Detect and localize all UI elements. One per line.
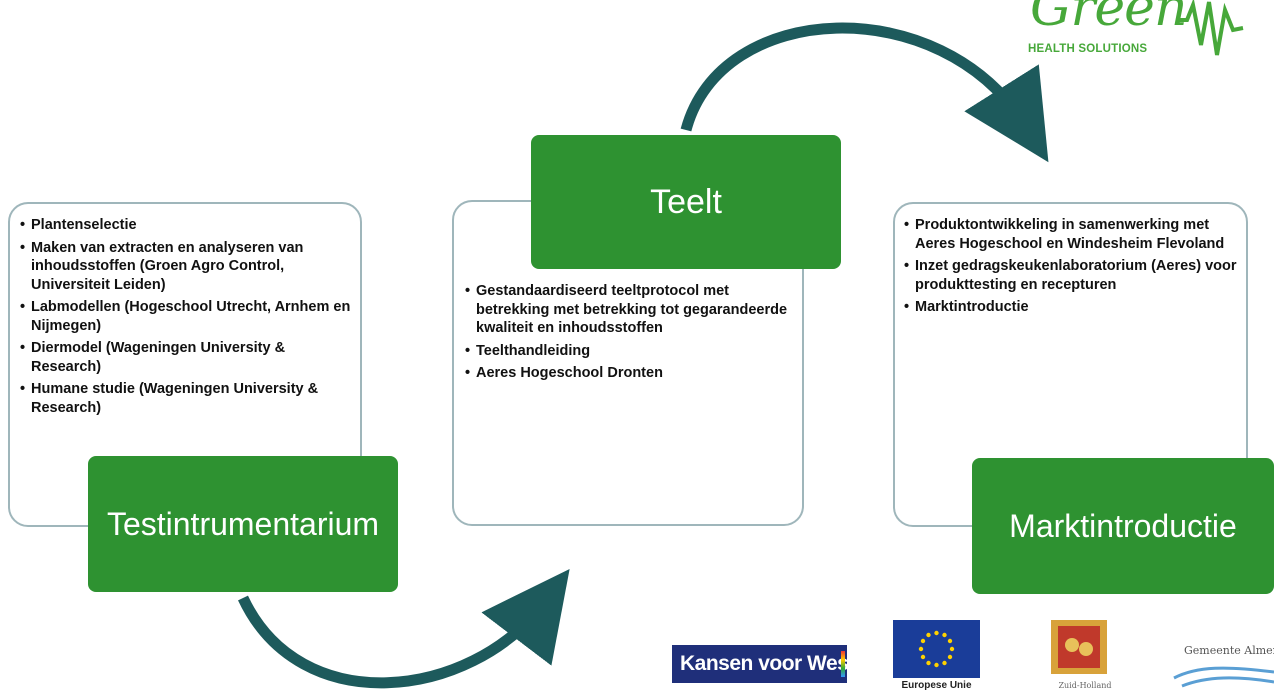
test-list: Plantenselectie Maken van extracten en a… (20, 216, 352, 421)
province-label: Zuid-Holland (1058, 681, 1112, 690)
list-item: Labmodellen (Hogeschool Utrecht, Arnhem … (20, 298, 352, 335)
list-item: Diermodel (Wageningen University & Resea… (20, 339, 352, 376)
stage-title-test: Testintrumentarium (88, 456, 398, 592)
teelt-list: Gestandaardiseerd teeltprotocol met betr… (465, 282, 797, 387)
list-item: Marktintroductie (904, 298, 1244, 317)
list-item: Humane studie (Wageningen University & R… (20, 380, 352, 417)
markt-title: Marktintroductie (1009, 507, 1237, 544)
arrow-teelt-to-markt (680, 22, 1049, 163)
gemeente-label: Gemeente Almere (1184, 644, 1274, 657)
markt-list: Produktontwikkeling in samenwerking met … (904, 216, 1244, 321)
list-item: Maken van extracten en analyseren van in… (20, 239, 352, 295)
brand-name: Green (1030, 0, 1187, 38)
kansen-voor-west-logo: Kansen voor West (672, 645, 855, 683)
list-item: Produktontwikkeling in samenwerking met … (904, 216, 1244, 253)
eu-stars-icon (893, 620, 980, 678)
gemeente-logo: Gemeente Almere (1172, 640, 1274, 694)
list-item: Aeres Hogeschool Dronten (465, 364, 797, 383)
list-item: Inzet gedragskeukenlaboratorium (Aeres) … (904, 257, 1244, 294)
teelt-title: Teelt (650, 182, 722, 221)
stage-title-markt: Marktintroductie (972, 458, 1274, 594)
arrow-test-to-teelt (238, 569, 570, 689)
list-item: Gestandaardiseerd teeltprotocol met betr… (465, 282, 797, 338)
province-logo: Zuid-Holland (1030, 620, 1140, 694)
test-title: Testintrumentarium (106, 505, 380, 542)
stage-title-teelt: Teelt (531, 135, 841, 269)
list-item: Plantenselectie (20, 216, 352, 235)
eu-flag-logo: Europese Unie (893, 620, 980, 694)
test-card: Plantenselectie Maken van extracten en a… (8, 202, 362, 527)
wave-icon (1173, 666, 1274, 688)
heartbeat-icon (1177, 0, 1244, 56)
brand-tagline: HEALTH SOLUTIONS (1028, 43, 1148, 55)
eu-label: Europese Unie (901, 680, 972, 691)
list-item: Teelthandleiding (465, 342, 797, 361)
kansen-label: Kansen voor West (680, 652, 855, 675)
coat-of-arms-icon (1051, 620, 1107, 674)
green-health-logo: Green HEALTH SOLUTIONS (1020, 0, 1250, 62)
